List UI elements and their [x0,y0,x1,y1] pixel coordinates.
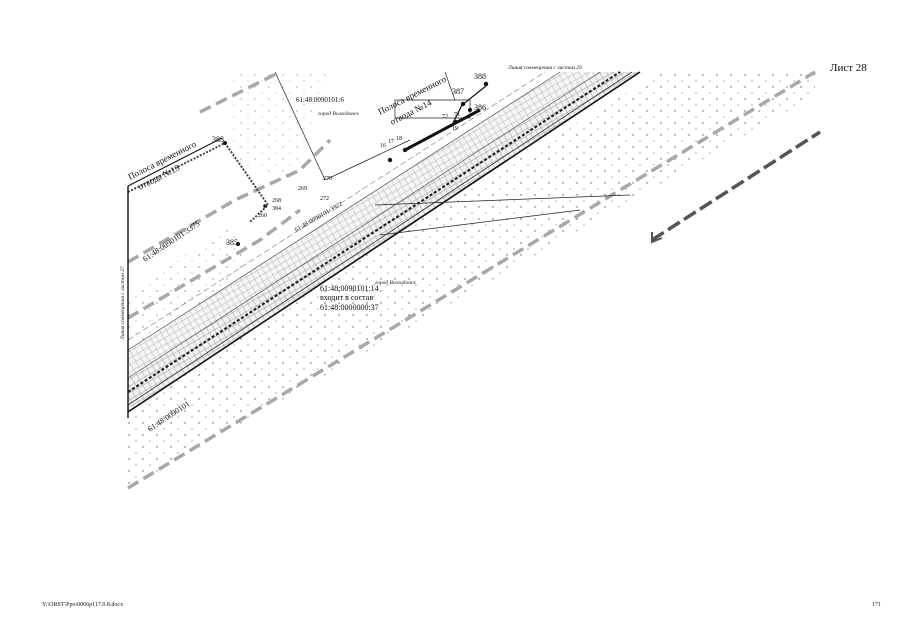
point-272: 272 [320,196,329,202]
corridor-band [127,71,641,413]
parcel-6-label: 61:48:0090101:6 [296,96,344,104]
point-268: 268 [272,198,281,204]
town-label-2: город Волгодонск [375,279,416,286]
parcel-main-line-1: 61:48:0090101:14 [320,284,379,293]
corridor-13-outline [127,137,270,418]
footer-page-number: 171 [872,602,881,608]
point-72: 72 [442,114,448,120]
town-label-1: город Волгодонск [318,110,359,117]
point-269: 269 [298,186,307,192]
match-line-top-label: Линия совмещения с листом 29 [507,65,582,71]
pipeline-line [127,71,621,393]
parcel-main-line-3: 61:48:0000000:37 [320,303,379,312]
match-line-left-label: Линия совмещения с листом 27 [120,266,126,341]
point-260: 260 [258,213,267,219]
point-19: 19 [452,126,458,132]
point-16: 16 [380,143,386,149]
point-383: 383 [212,135,224,144]
point-18: 18 [396,136,402,142]
point-386: 386 [474,103,486,112]
point-384: 384 [272,206,281,212]
dashed-boundaries [127,70,816,490]
parcel-lines [274,71,631,236]
detached-boundary-line [651,130,821,244]
corridor-edge-line [127,71,641,413]
parcel-main-line-2: входит в состав [320,293,373,302]
point-17: 17 [388,139,394,145]
point-270: 270 [323,176,332,182]
point-388: 388 [474,72,486,81]
sheet-number-label: Лист 28 [830,62,867,74]
point-385: 385 [226,238,238,247]
point-71: 71 [454,112,460,118]
survey-points [223,81,489,246]
footer-file-path: Y:\ORST\Ppo\0066p117.0.8.docx [42,602,124,608]
point-387: 387 [452,87,464,96]
